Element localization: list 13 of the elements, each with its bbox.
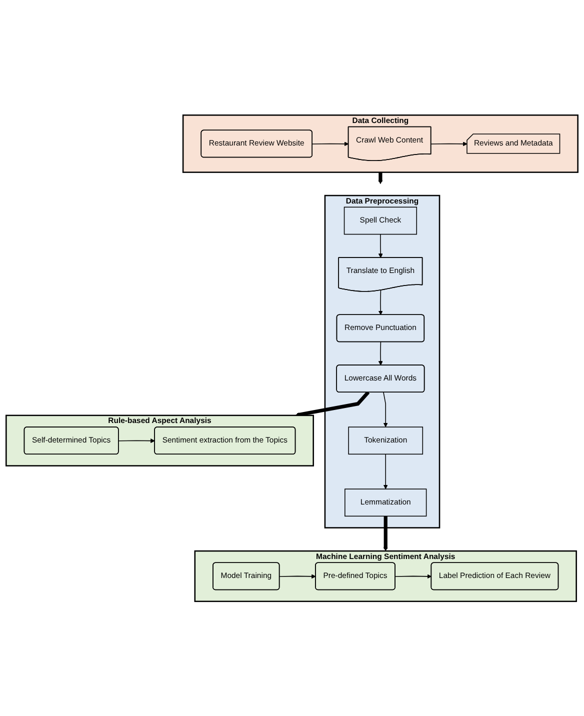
arrow [378, 290, 383, 315]
arrow [312, 141, 349, 146]
arrow [430, 141, 468, 146]
arrow [295, 390, 370, 417]
arrow [394, 574, 432, 578]
arrow [378, 341, 383, 366]
arrow [378, 234, 383, 258]
arrow [383, 392, 388, 427]
arrow [383, 454, 388, 489]
arrow [378, 172, 383, 184]
arrow [279, 574, 316, 578]
arrow [383, 516, 388, 551]
arrow [118, 438, 156, 443]
